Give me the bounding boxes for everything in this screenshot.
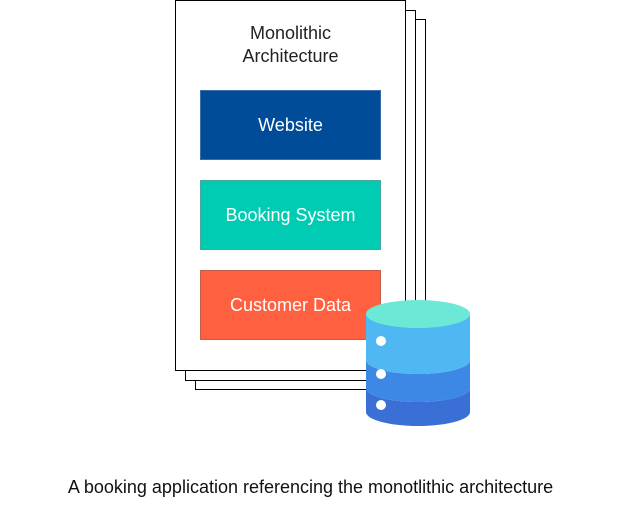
database-band-middle (366, 360, 470, 402)
module-website-label: Website (258, 114, 323, 135)
module-booking-system-label: Booking System (225, 204, 356, 225)
diagram-title-line-2: Architecture (242, 46, 339, 66)
diagram-title-line-1: Monolithic (249, 23, 332, 43)
database-dot-3 (376, 400, 386, 410)
database-band-bottom (366, 388, 470, 426)
database-icon (366, 300, 470, 426)
database-dot-1 (376, 336, 386, 346)
module-customer-data: Customer Data (200, 270, 381, 340)
diagram-caption: A booking application referencing the mo… (67, 477, 554, 497)
module-booking-system: Booking System (200, 180, 381, 250)
database-band-top (366, 314, 470, 374)
module-website: Website (200, 90, 381, 160)
database-dot-2 (376, 369, 386, 379)
diagram-title: Monolithic Architecture (175, 22, 406, 68)
module-customer-data-label: Customer Data (229, 294, 352, 315)
database-lid (366, 300, 470, 328)
